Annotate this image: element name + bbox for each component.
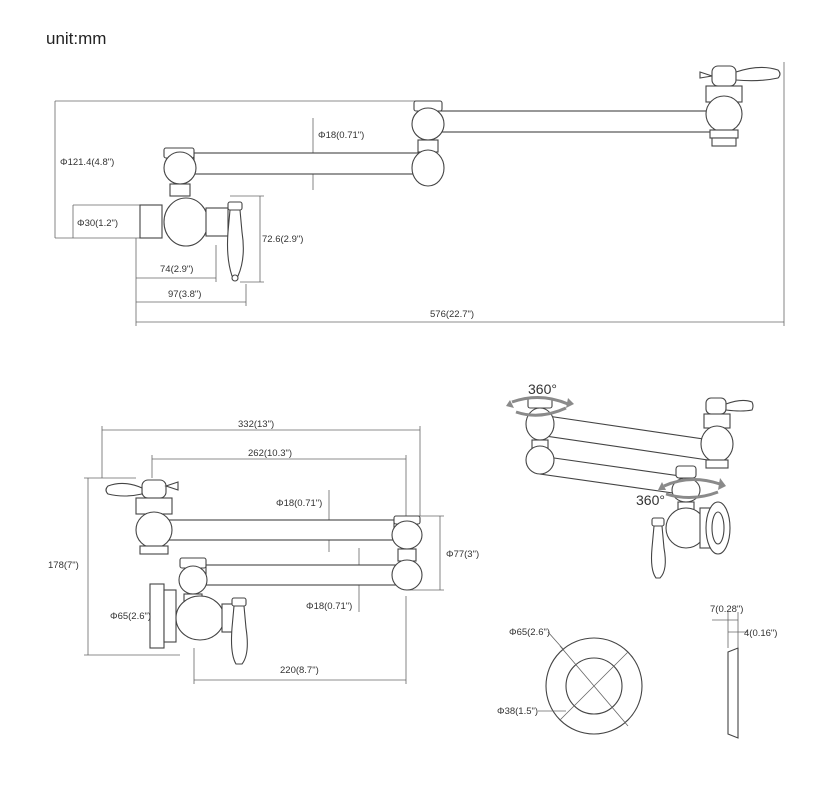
dim-width-576: 576(22.7") [430, 309, 474, 320]
dim-width-262: 262(10.3") [248, 448, 292, 459]
dim-dia-121: Φ121.4(4.8") [60, 157, 114, 168]
rotation-label-top: 360° [528, 381, 557, 397]
dim-dia-18-lower: Φ18(0.71") [306, 601, 352, 612]
dim-dia-18-upper: Φ18(0.71") [276, 498, 322, 509]
dim-dia-65: Φ65(2.6") [110, 611, 151, 622]
dim-dia-77: Φ77(3") [446, 549, 479, 560]
dim-width-332: 332(13") [238, 419, 274, 430]
dim-width-97: 97(3.8") [168, 289, 201, 300]
dim-thickness-4: 4(0.16") [744, 628, 777, 639]
dim-thickness-7: 7(0.28") [710, 604, 743, 615]
dim-width-74: 74(2.9") [160, 264, 193, 275]
dim-dia-30: Φ30(1.2") [77, 218, 118, 229]
dim-dia-18-top: Φ18(0.71") [318, 130, 364, 141]
flange-view [538, 612, 748, 739]
unit-label: unit:mm [46, 29, 107, 48]
rotation-view [506, 396, 754, 579]
dim-flange-dia-65: Φ65(2.6") [509, 627, 550, 638]
rotation-label-bottom: 360° [636, 492, 665, 508]
dim-width-220: 220(8.7") [280, 665, 319, 676]
dim-height-178: 178(7") [48, 560, 79, 571]
dim-flange-dia-38: Φ38(1.5") [497, 706, 538, 717]
dim-height-72: 72.6(2.9") [262, 234, 303, 245]
folded-faucet-view [84, 426, 444, 684]
extended-faucet-view [54, 62, 785, 326]
